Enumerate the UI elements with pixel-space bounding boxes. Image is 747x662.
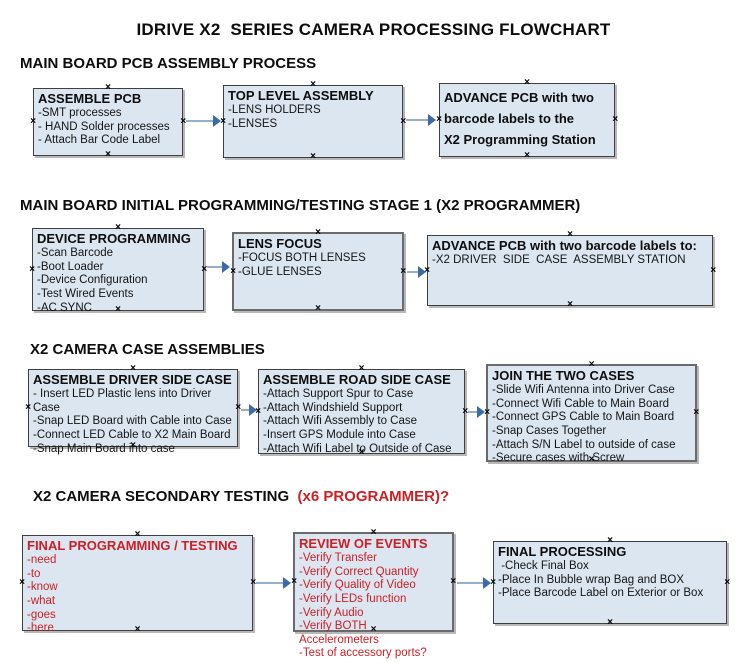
box-item: -FOCUS BOTH LENSES: [238, 252, 366, 265]
box-item: -LENSES: [228, 117, 278, 130]
box-item: -AC SYNC: [37, 301, 92, 314]
box-title: ASSEMBLE PCB: [38, 91, 142, 106]
box-item: -Connect Wifi Cable to Main Board: [492, 397, 670, 410]
flow-box-device-programming: DEVICE PROGRAMMING -Scan Barcode -Boot L…: [32, 228, 204, 314]
flow-box-advance-pcb-driver-side-station: ADVANCE PCB with two barcode labels to: …: [427, 235, 713, 306]
box-item: -Snap LED Board with Cable into Case: [33, 415, 232, 428]
box-title: ASSEMBLE DRIVER SIDE CASE: [33, 372, 232, 387]
box-title: FINAL PROCESSING: [498, 544, 627, 559]
box-item: -Verify Transfer: [299, 552, 377, 565]
flow-box-assemble-pcb: ASSEMBLE PCB -SMT processes - HAND Solde…: [33, 88, 183, 156]
box-item: -Snap Main Board into case: [33, 442, 175, 455]
box-title: TOP LEVEL ASSEMBLY: [228, 88, 374, 103]
box-item: -Verify BOTH Accelerometers: [299, 620, 379, 646]
box-item: -Attach Windshield Support: [263, 401, 403, 414]
box-title: LENS FOCUS: [238, 236, 322, 251]
flow-arrow: [468, 406, 485, 418]
box-item: -LENS HOLDERS: [228, 104, 321, 117]
flow-box-lens-focus: LENS FOCUS -FOCUS BOTH LENSES -GLUE LENS…: [232, 232, 404, 311]
flow-arrow: [457, 577, 491, 589]
flow-box-assemble-road-side-case: ASSEMBLE ROAD SIDE CASE -Attach Support …: [258, 369, 465, 455]
section-heading-suffix: (x6 PROGRAMMER)?: [293, 488, 450, 505]
box-title: REVIEW OF EVENTS: [299, 536, 428, 551]
flow-arrow: [407, 266, 426, 278]
box-item: -Boot Loader: [37, 260, 104, 273]
box-item: -Test Wired Events: [37, 287, 134, 300]
box-title: DEVICE PROGRAMMING: [37, 231, 191, 246]
box-item: -need: [27, 554, 57, 567]
box-item: -Insert GPS Module into Case: [263, 428, 416, 441]
box-item: -Verify Audio: [299, 606, 364, 619]
flow-box-assemble-driver-side-case: ASSEMBLE DRIVER SIDE CASE - Insert LED P…: [28, 369, 238, 455]
flow-box-final-programming-testing: FINAL PROGRAMMING / TESTING -need -to -k…: [22, 535, 253, 634]
section-heading-text: X2 CAMERA CASE ASSEMBLIES: [30, 341, 265, 358]
box-title: ASSEMBLE ROAD SIDE CASE: [263, 372, 451, 387]
box-item: -Attach Support Spur to Case: [263, 388, 414, 401]
box-item: -Device Configuration: [37, 274, 148, 287]
box-item: -Connect LED Cable to X2 Main Board: [33, 428, 231, 441]
box-item: -Test of accessory ports?: [299, 647, 427, 660]
flow-box-join-the-two-cases: JOIN THE TWO CASES -Slide Wifi Antenna i…: [486, 364, 697, 464]
flow-arrow: [256, 577, 291, 589]
flow-arrow: [207, 261, 230, 273]
box-item: -X2 DRIVER SIDE CASE ASSEMBLY STATION: [432, 254, 686, 267]
box-item: -Snap Cases Together: [492, 424, 607, 437]
box-item: -Verify LEDs function: [299, 592, 407, 605]
box-item: -Slide Wifi Antenna into Driver Case: [492, 384, 675, 397]
flow-arrow: [186, 115, 221, 127]
box-item: -Attach Wifi Label to Outside of Case: [263, 442, 452, 455]
box-item: - Attach Bar Code Label: [38, 134, 161, 147]
section-heading-pcb-assembly: MAIN BOARD PCB ASSEMBLY PROCESS: [20, 55, 316, 72]
box-item: -Attach S/N Label to outside of case: [492, 438, 676, 451]
box-item: -know: [27, 581, 58, 594]
flow-box-advance-pcb-programming-station: ADVANCE PCB with two barcode labels to t…: [439, 83, 615, 157]
box-item: -what: [27, 594, 56, 607]
box-item: -to: [27, 567, 41, 580]
section-heading-initial-programming: MAIN BOARD INITIAL PROGRAMMING/TESTING S…: [20, 197, 580, 214]
box-item: -Check Final Box: [498, 560, 589, 573]
section-heading-text: MAIN BOARD PCB ASSEMBLY PROCESS: [20, 55, 317, 72]
box-item: -GLUE LENSES: [238, 265, 322, 278]
box-item: -here: [27, 622, 54, 635]
flow-box-review-of-events: REVIEW OF EVENTS -Verify Transfer -Verif…: [293, 532, 454, 659]
page-title: IDRIVE X2 SERIES CAMERA PROCESSING FLOWC…: [136, 20, 611, 39]
box-item: -Secure cases with Screw: [492, 452, 625, 465]
box-title: ADVANCE PCB with two barcode labels to t…: [444, 90, 596, 147]
box-item: -Place Barcode Label on Exterior or Box: [498, 587, 704, 600]
flow-arrow: [406, 114, 436, 126]
flow-box-top-level-assembly: TOP LEVEL ASSEMBLY -LENS HOLDERS -LENSES: [223, 85, 403, 158]
box-item: -Attach Wifi Assembly to Case: [263, 415, 418, 428]
box-title: JOIN THE TWO CASES: [492, 368, 635, 383]
section-heading-text: MAIN BOARD INITIAL PROGRAMMING/TESTING S…: [20, 197, 581, 214]
box-title: FINAL PROGRAMMING / TESTING: [27, 538, 238, 553]
box-item: - Insert LED Plastic lens into Driver Ca…: [33, 388, 215, 414]
box-item: -Verify Quality of Video: [299, 579, 416, 592]
box-item: -Place In Bubble wrap Bag and BOX: [498, 573, 685, 586]
box-item: - HAND Solder processes: [38, 120, 170, 133]
box-item: -Scan Barcode: [37, 247, 114, 260]
flow-arrow: [241, 404, 257, 416]
box-item: -Verify Correct Quantity: [299, 565, 419, 578]
box-item: -goes: [27, 608, 56, 621]
box-item: -SMT processes: [38, 107, 122, 120]
flow-box-final-processing: FINAL PROCESSING -Check Final Box -Place…: [493, 541, 727, 624]
section-heading-secondary-testing: X2 CAMERA SECONDARY TESTING (x6 PROGRAMM…: [33, 488, 449, 505]
box-title: ADVANCE PCB with two barcode labels to:: [432, 238, 697, 253]
section-heading-case-assemblies: X2 CAMERA CASE ASSEMBLIES: [30, 341, 265, 358]
section-heading-text: X2 CAMERA SECONDARY TESTING: [33, 488, 294, 505]
box-item: -Connect GPS Cable to Main Board: [492, 411, 675, 424]
